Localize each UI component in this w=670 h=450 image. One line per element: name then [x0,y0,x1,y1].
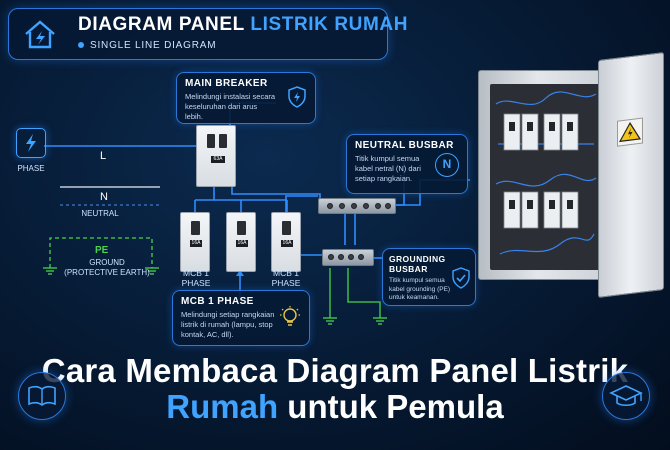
bottom-title-line1: Cara Membaca Diagram Panel Listrik [41,352,629,389]
mcb-2-rating: 16A [236,240,248,247]
neutral-label: NEUTRAL [81,209,119,218]
pe-desc: GROUND (PROTECTIVE EARTH) [64,258,150,277]
book-icon [18,372,66,420]
panel-cabinet-interior [490,84,602,270]
high-voltage-warning-icon [617,117,643,147]
neutral-busbar [318,198,396,214]
house-lightning-icon [20,14,60,54]
line-l-label: L [100,150,107,162]
grounding-busbar-title: GROUNDING BUSBAR [389,254,446,274]
mcb-1-rating: 16A [190,240,202,247]
page-subtitle: SINGLE LINE DIAGRAM [78,40,216,51]
neutral-busbar-info: NEUTRAL BUSBAR Titik kumpul semua kabel … [346,134,468,194]
page-title: DIAGRAM PANEL LISTRIK RUMAH [78,14,409,35]
grounding-busbar-desc: Titik kumpul semua kabel grounding (PE) … [389,277,451,301]
mcb-1: 16A [180,212,210,272]
panel-cabinet-door [598,51,664,299]
main-breaker: 63A [196,125,236,187]
mcb-info-desc: Melindungi setiap rangkaian listrik di r… [181,310,275,339]
shield-lightning-icon [285,85,309,109]
grounding-busbar-info: GROUNDING BUSBAR Titik kumpul semua kabe… [382,248,476,306]
header-panel [8,8,388,60]
shield-check-icon [451,267,471,289]
neutral-busbar-desc: Titik kumpul semua kabel netral (N) dari… [355,154,421,183]
bottom-title-line2: Rumah untuk Pemula [166,388,504,425]
ground-symbol-right [145,267,159,275]
phase-label: PHASE [17,164,45,173]
lightbulb-icon [279,305,301,329]
mcb-3-label: MCB 1 PHASE [271,268,301,288]
mcb-info-title: MCB 1 PHASE [181,296,254,307]
main-breaker-desc: Melindungi instalasi secara keseluruhan … [185,92,276,121]
main-breaker-rating: 63A [211,156,225,163]
graduation-cap-icon [602,372,650,420]
mcb-3: 16A [271,212,301,272]
line-pe [49,237,153,268]
line-n-label: N [100,191,108,203]
pe-label: PE [95,245,109,256]
lightning-icon [16,128,46,158]
grounding-busbar [322,249,374,266]
neutral-n-icon: N [435,153,459,177]
mcb-1-label: MCB 1 PHASE [181,268,211,288]
mcb-2: 16A [226,212,256,272]
main-breaker-info: MAIN BREAKER Melindungi instalasi secara… [176,72,316,124]
ground-symbol-left [43,267,57,275]
mcb-info: MCB 1 PHASE Melindungi setiap rangkaian … [172,290,310,346]
mcb-3-rating: 16A [281,240,293,247]
main-breaker-title: MAIN BREAKER [185,78,268,89]
neutral-busbar-title: NEUTRAL BUSBAR [355,140,454,151]
